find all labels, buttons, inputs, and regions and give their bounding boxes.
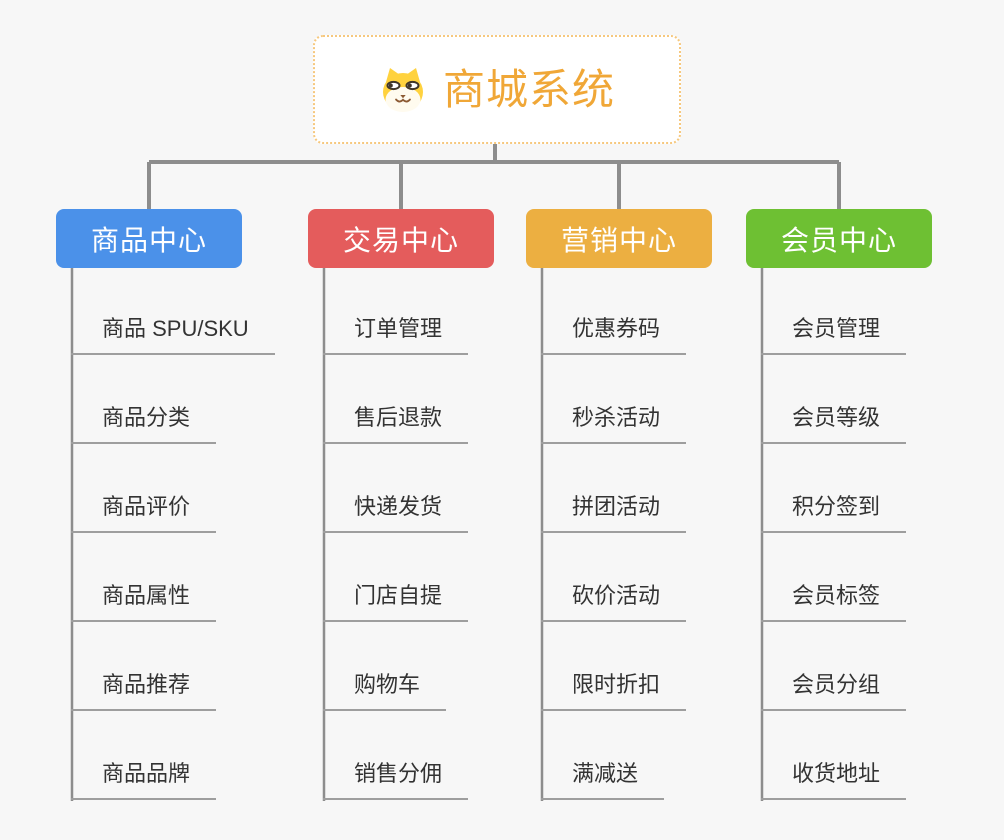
leaf-item[interactable]: 积分签到 [761,491,907,533]
leaf-item[interactable]: 会员分组 [761,669,907,711]
leaf-item[interactable]: 购物车 [323,669,447,711]
leaf-item[interactable]: 商品 SPU/SKU [71,313,275,355]
branch-node-trade-center[interactable]: 交易中心 [308,209,494,268]
leaf-item[interactable]: 商品评价 [71,491,217,533]
leaf-item[interactable]: 会员标签 [761,580,907,622]
leaf-item[interactable]: 收货地址 [761,758,907,800]
branch-node-member-center[interactable]: 会员中心 [746,209,932,268]
leaf-item[interactable]: 会员管理 [761,313,907,355]
root-node[interactable]: 商城系统 [313,35,681,144]
leaf-item[interactable]: 满减送 [541,758,665,800]
root-title: 商城系统 [442,65,615,113]
leaf-item[interactable]: 优惠券码 [541,313,687,355]
leaf-item[interactable]: 秒杀活动 [541,402,687,444]
leaf-item[interactable]: 商品品牌 [71,758,217,800]
leaf-item[interactable]: 商品推荐 [71,669,217,711]
leaf-item[interactable]: 门店自提 [323,580,469,622]
branch-node-product-center[interactable]: 商品中心 [56,209,242,268]
leaf-item[interactable]: 商品分类 [71,402,217,444]
leaf-item[interactable]: 限时折扣 [541,669,687,711]
leaf-item[interactable]: 订单管理 [323,313,469,355]
leaf-item[interactable]: 商品属性 [71,580,217,622]
leaf-item[interactable]: 快递发货 [323,491,469,533]
dog-face-icon [382,67,423,112]
leaf-item[interactable]: 会员等级 [761,402,907,444]
leaf-item[interactable]: 销售分佣 [323,758,469,800]
leaf-item[interactable]: 售后退款 [323,402,469,444]
leaf-item[interactable]: 砍价活动 [541,580,687,622]
leaf-item[interactable]: 拼团活动 [541,491,687,533]
branch-node-marketing-center[interactable]: 营销中心 [526,209,712,268]
